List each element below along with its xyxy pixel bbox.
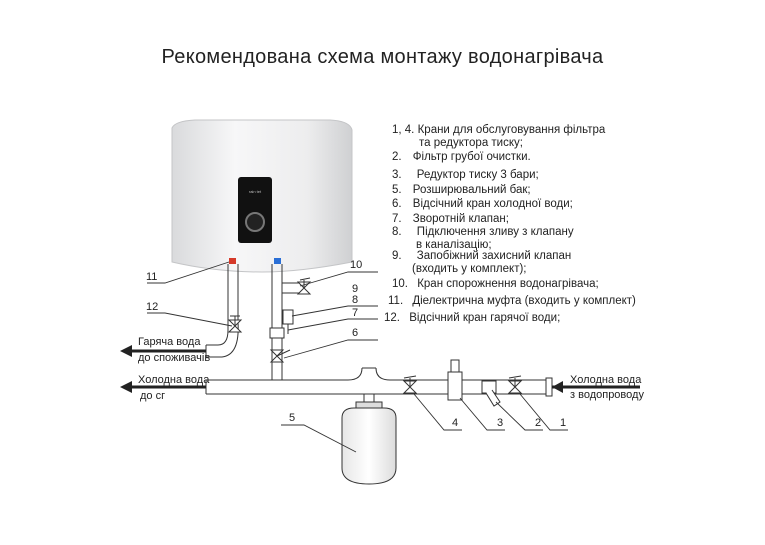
legend-item-7: 7. Зворотній клапан;: [392, 213, 509, 226]
page-title: Рекомендована схема монтажу водонагрівач…: [161, 46, 604, 68]
legend-text: Запобіжний захисний клапан: [416, 250, 572, 262]
legend-text: Відсічний кран холодної води;: [412, 198, 573, 210]
cold-out-label-1: Холодна вода: [138, 374, 210, 386]
callout-8: 8: [352, 294, 358, 306]
hot-out-label-1: Гаряча вода: [138, 336, 201, 348]
legend-text: Відсічний кран гарячої води;: [409, 312, 561, 324]
legend-item-2: 2. Фільтр грубої очистки.: [392, 151, 531, 164]
legend-text: Розширювальний бак;: [412, 184, 531, 196]
cold-out-label-2: до сг: [140, 390, 165, 402]
legend-text: та редуктора тиску;: [419, 137, 523, 149]
callout-9: 9: [352, 283, 358, 295]
legend-item-3: 3. Редуктор тиску 3 бари;: [392, 169, 539, 182]
legend-item-5: 5. Розширювальний бак;: [392, 184, 531, 197]
heater-control-panel: [238, 177, 272, 243]
hot-shutoff-valve-icon: [227, 315, 243, 333]
legend-item-9: 9. Запобіжний захисний клапан (входить у…: [392, 250, 571, 276]
callout-4: 4: [452, 417, 458, 429]
legend-num: 10.: [392, 278, 408, 290]
callout-leader-lines: [147, 261, 568, 453]
legend-item-10: 10. Кран спорожнення водонагрівача;: [392, 278, 599, 291]
callout-1: 1: [560, 417, 566, 429]
cold-shutoff-valve-icon: [269, 349, 291, 363]
water-heater: rain tet: [171, 119, 353, 273]
legend-num: 2.: [392, 151, 402, 163]
service-valve-1-icon: [507, 375, 523, 394]
legend-text: Редуктор тиску 3 бари;: [416, 169, 539, 181]
callout-10: 10: [350, 259, 362, 271]
legend-text: Підключення зливу з клапану: [416, 226, 574, 238]
hot-outlet-marker: [229, 258, 236, 264]
pipework: [205, 264, 550, 404]
cold-in-label-1: Холодна вода: [570, 374, 642, 386]
callout-5: 5: [289, 412, 295, 424]
legend-num: 9.: [392, 250, 402, 262]
hot-out-label-2: до споживачів: [138, 352, 210, 364]
legend-num: 11.: [388, 295, 404, 307]
thermostat-knob-icon: [245, 212, 265, 232]
legend-num: 5.: [392, 184, 402, 196]
cold-inlet-marker: [274, 258, 281, 264]
legend-num: 12.: [384, 312, 400, 324]
legend-num: 3.: [392, 169, 402, 181]
legend-num: 7.: [392, 213, 402, 225]
legend-num: 8.: [392, 226, 402, 238]
pressure-reducer-icon: [447, 359, 463, 401]
callout-6: 6: [352, 327, 358, 339]
service-valve-4-icon: [402, 375, 418, 394]
cold-in-label-2: з водопроводу: [570, 389, 644, 401]
drain-valve-icon: [296, 277, 312, 295]
legend-item-1-4: 1, 4. Крани для обслуговування фільтра т…: [392, 124, 605, 150]
safety-valve-icon: [282, 309, 294, 334]
legend-text: Зворотній клапан;: [412, 213, 509, 225]
legend-text: Крани для обслуговування фільтра: [417, 124, 606, 136]
legend-item-6: 6. Відсічний кран холодної води;: [392, 198, 573, 211]
legend-item-12: 12. Відсічний кран гарячої води;: [384, 312, 560, 325]
legend-item-8: 8. Підключення зливу з клапану в каналіз…: [392, 226, 574, 252]
callout-3: 3: [497, 417, 503, 429]
heater-display-text: rain tet: [249, 189, 262, 194]
callout-7: 7: [352, 307, 358, 319]
cold-water-out-arrow-icon: [120, 381, 206, 393]
callout-12: 12: [146, 301, 158, 313]
check-valve-icon: [269, 327, 285, 339]
callout-2: 2: [535, 417, 541, 429]
callout-11: 11: [146, 271, 157, 283]
expansion-tank: [341, 401, 397, 485]
legend-text: Діелектрична муфта (входить у комплект): [412, 295, 636, 307]
legend-text: (входить у комплект);: [412, 263, 527, 275]
cold-water-in-arrow-icon: [552, 381, 640, 393]
legend-item-11: 11. Діелектрична муфта (входить у компле…: [388, 295, 636, 308]
legend-text: Фільтр грубої очистки.: [412, 151, 531, 163]
legend-num: 1, 4.: [392, 124, 415, 136]
legend-num: 6.: [392, 198, 402, 210]
hot-water-out-arrow-icon: [120, 345, 206, 357]
inlet-coupling: [545, 377, 553, 397]
legend-text: Кран спорожнення водонагрівача;: [417, 278, 599, 290]
legend-text: в каналізацію;: [416, 239, 492, 251]
